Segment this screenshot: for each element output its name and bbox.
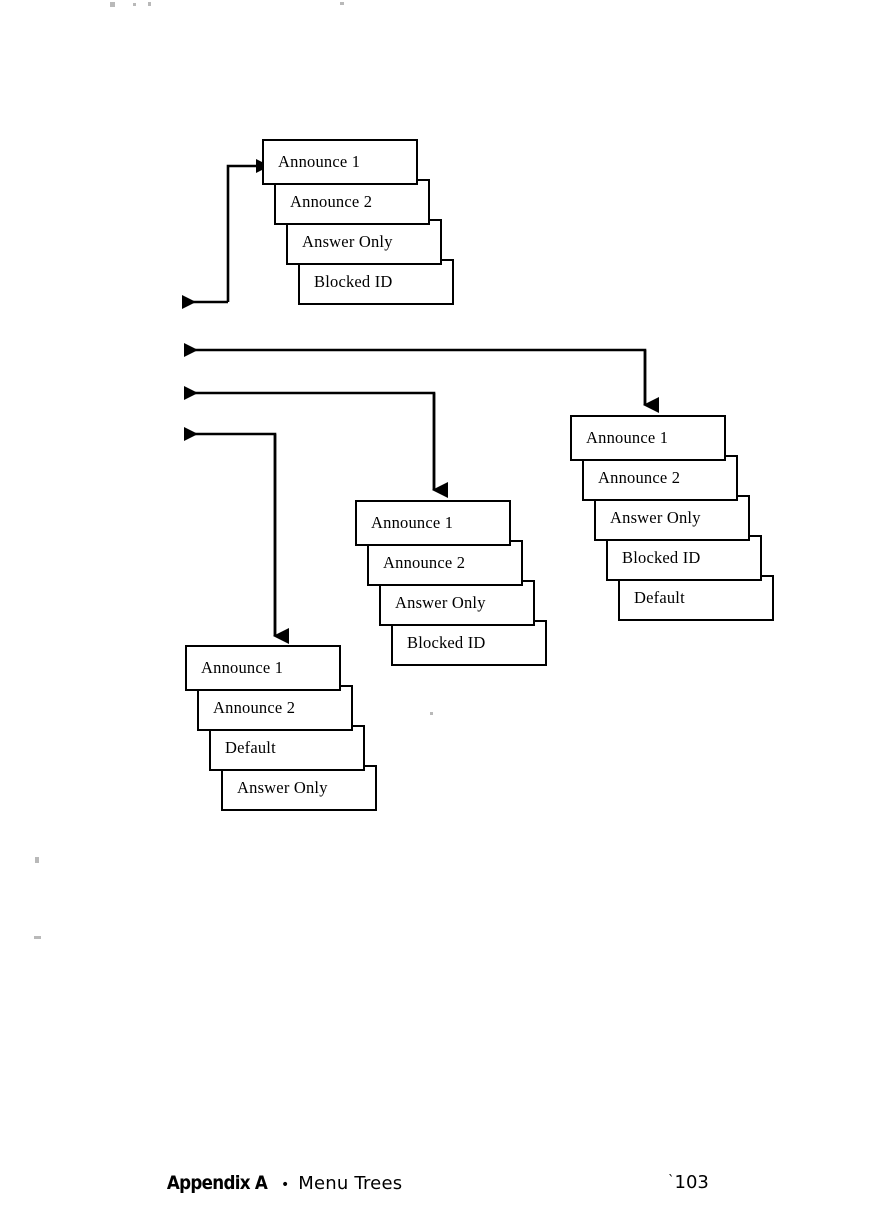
menu-item-label: Answer Only	[395, 592, 486, 612]
menu-item-box[interactable]: Answer Only	[379, 580, 535, 626]
menu-item-label: Answer Only	[237, 777, 328, 797]
menu-item-label: Answer Only	[302, 231, 393, 251]
menu-item-label: Blocked ID	[407, 632, 486, 652]
menu-item-box[interactable]: Answer Only	[594, 495, 750, 541]
page-number-value: 103	[674, 1172, 709, 1193]
scan-speck	[133, 3, 136, 6]
scan-speck	[430, 712, 433, 715]
menu-item-box[interactable]: Announce 2	[582, 455, 738, 501]
menu-item-label: Blocked ID	[622, 547, 701, 567]
footer-section-label: Menu Trees	[298, 1173, 403, 1194]
footer-appendix-label: Appendix A	[166, 1172, 268, 1194]
menu-item-box[interactable]: Blocked ID	[391, 620, 547, 666]
menu-item-box[interactable]: Announce 2	[367, 540, 523, 586]
page-number: `103	[668, 1172, 709, 1193]
scan-speck	[110, 2, 115, 7]
scan-speck	[35, 857, 39, 863]
menu-item-box[interactable]: Announce 2	[197, 685, 353, 731]
menu-item-label: Default	[225, 737, 276, 757]
connector-to-middle-stack	[184, 386, 448, 498]
menu-item-box[interactable]: Blocked ID	[606, 535, 762, 581]
menu-item-label: Announce 1	[278, 151, 361, 171]
page-footer: Appendix A • Menu Trees `103	[0, 1172, 888, 1205]
menu-item-label: Announce 1	[371, 512, 454, 532]
scan-speck	[34, 936, 41, 939]
menu-item-box[interactable]: Announce 1	[262, 139, 418, 185]
scan-speck	[148, 2, 151, 6]
menu-item-label: Announce 2	[213, 697, 296, 717]
menu-item-box[interactable]: Default	[618, 575, 774, 621]
scan-speck	[340, 2, 344, 5]
footer-bullet-separator: •	[281, 1177, 290, 1193]
connector-to-bottom-left-stack	[184, 427, 289, 644]
menu-item-box[interactable]: Announce 1	[355, 500, 511, 546]
menu-item-box[interactable]: Blocked ID	[298, 259, 454, 305]
menu-item-label: Announce 1	[201, 657, 284, 677]
connector-loop-top	[182, 159, 270, 309]
menu-item-label: Announce 1	[586, 427, 669, 447]
page-number-tick: `	[668, 1174, 675, 1189]
connector-to-right-stack	[184, 343, 659, 413]
menu-item-label: Announce 2	[598, 467, 681, 487]
menu-item-box[interactable]: Announce 2	[274, 179, 430, 225]
footer-breadcrumb: Appendix A • Menu Trees	[160, 1172, 402, 1194]
menu-item-label: Answer Only	[610, 507, 701, 527]
menu-item-box[interactable]: Default	[209, 725, 365, 771]
menu-item-label: Announce 2	[290, 191, 373, 211]
menu-item-label: Blocked ID	[314, 271, 393, 291]
menu-item-box[interactable]: Answer Only	[286, 219, 442, 265]
menu-item-label: Announce 2	[383, 552, 466, 572]
menu-item-box[interactable]: Announce 1	[570, 415, 726, 461]
menu-item-box[interactable]: Announce 1	[185, 645, 341, 691]
menu-item-box[interactable]: Answer Only	[221, 765, 377, 811]
menu-item-label: Default	[634, 587, 685, 607]
